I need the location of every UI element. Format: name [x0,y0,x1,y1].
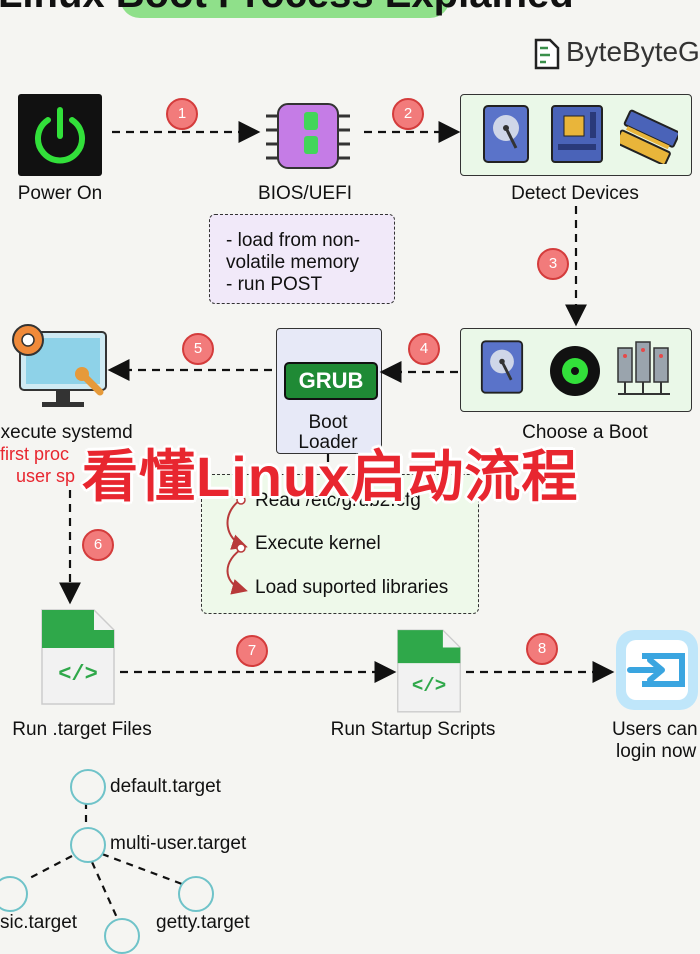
power-on-icon [18,94,102,176]
target-file-icon: </> [40,608,116,711]
detect-devices-label: Detect Devices [511,183,639,204]
step-badge-1: 1 [166,98,198,130]
bios-chip-icon [258,98,358,179]
page-title: Linux Boot Process Explained [0,0,574,17]
startup-scripts-label: Run Startup Scripts [330,719,496,740]
brand-name: ByteByteGo [566,36,700,67]
bios-note-2: volatile memory [226,252,360,273]
network-server-icon [614,338,674,405]
choose-boot-label: Choose a Boot [522,422,648,443]
tree-link-multi-basic [25,855,73,881]
systemd-label: Execute systemd [0,422,133,443]
optical-disc-icon [548,344,602,403]
run-target-label: Run .target Files [12,719,152,740]
tree-node-default [70,769,106,805]
basic-target-label: sic.target [0,912,78,933]
loader-note-load-libraries: Load suported libraries [255,577,449,598]
systemd-note-1: first proc [0,444,70,464]
tree-node-multi-user [70,827,106,863]
tree-node-basic [0,876,28,912]
title-highlight [120,0,450,18]
login-icon [612,626,700,719]
tree-link-multi-sysinit [90,861,120,921]
step-badge-7: 7 [236,635,268,667]
hard-disk-icon-2 [480,338,524,401]
step-badge-8: 8 [526,633,558,665]
tree-node-getty [178,876,214,912]
grub-badge: GRUB [284,362,378,400]
bios-note-3: - run POST [226,274,323,295]
svg-text:</>: </> [412,675,446,697]
startup-script-icon: </> [396,628,462,719]
boot-loader-label-1: Boot [308,412,348,433]
default-target-label: default.target [110,776,221,797]
step-badge-6: 6 [82,529,114,561]
boot-loader-label-2: Loader [298,432,358,453]
bios-notes-box [209,214,395,304]
bios-label: BIOS/UEFI [258,183,352,204]
systemd-note-2: user sp [16,466,76,486]
hard-disk-icon [482,104,530,169]
step-badge-4: 4 [408,333,440,365]
step-badge-3: 3 [537,248,569,280]
overlay-caption: 看懂Linux启动流程 [82,445,579,508]
power-on-label: Power On [17,183,103,204]
bios-note-1: - load from non- [226,230,361,251]
tree-link-multi-getty [101,852,183,886]
step-badge-5: 5 [182,333,214,365]
memory-ram-icon [615,106,681,169]
multi-user-target-label: multi-user.target [110,833,247,854]
loader-note-read-config: Read /etc/grub2.cfg [255,490,421,511]
getty-target-label: getty.target [156,912,250,933]
svg-text:</>: </> [58,662,98,687]
title-banner: Linux Boot Process Explained [0,0,700,26]
login-label-1: Users can [612,719,698,740]
tree-node-sysinit [104,918,140,954]
step-badge-2: 2 [392,98,424,130]
loader-note-execute-kernel: Execute kernel [255,533,381,554]
brand-logo-icon [532,38,560,75]
systemd-monitor-icon [6,318,116,419]
motherboard-icon [550,104,604,169]
login-label-2: login now [616,741,697,762]
